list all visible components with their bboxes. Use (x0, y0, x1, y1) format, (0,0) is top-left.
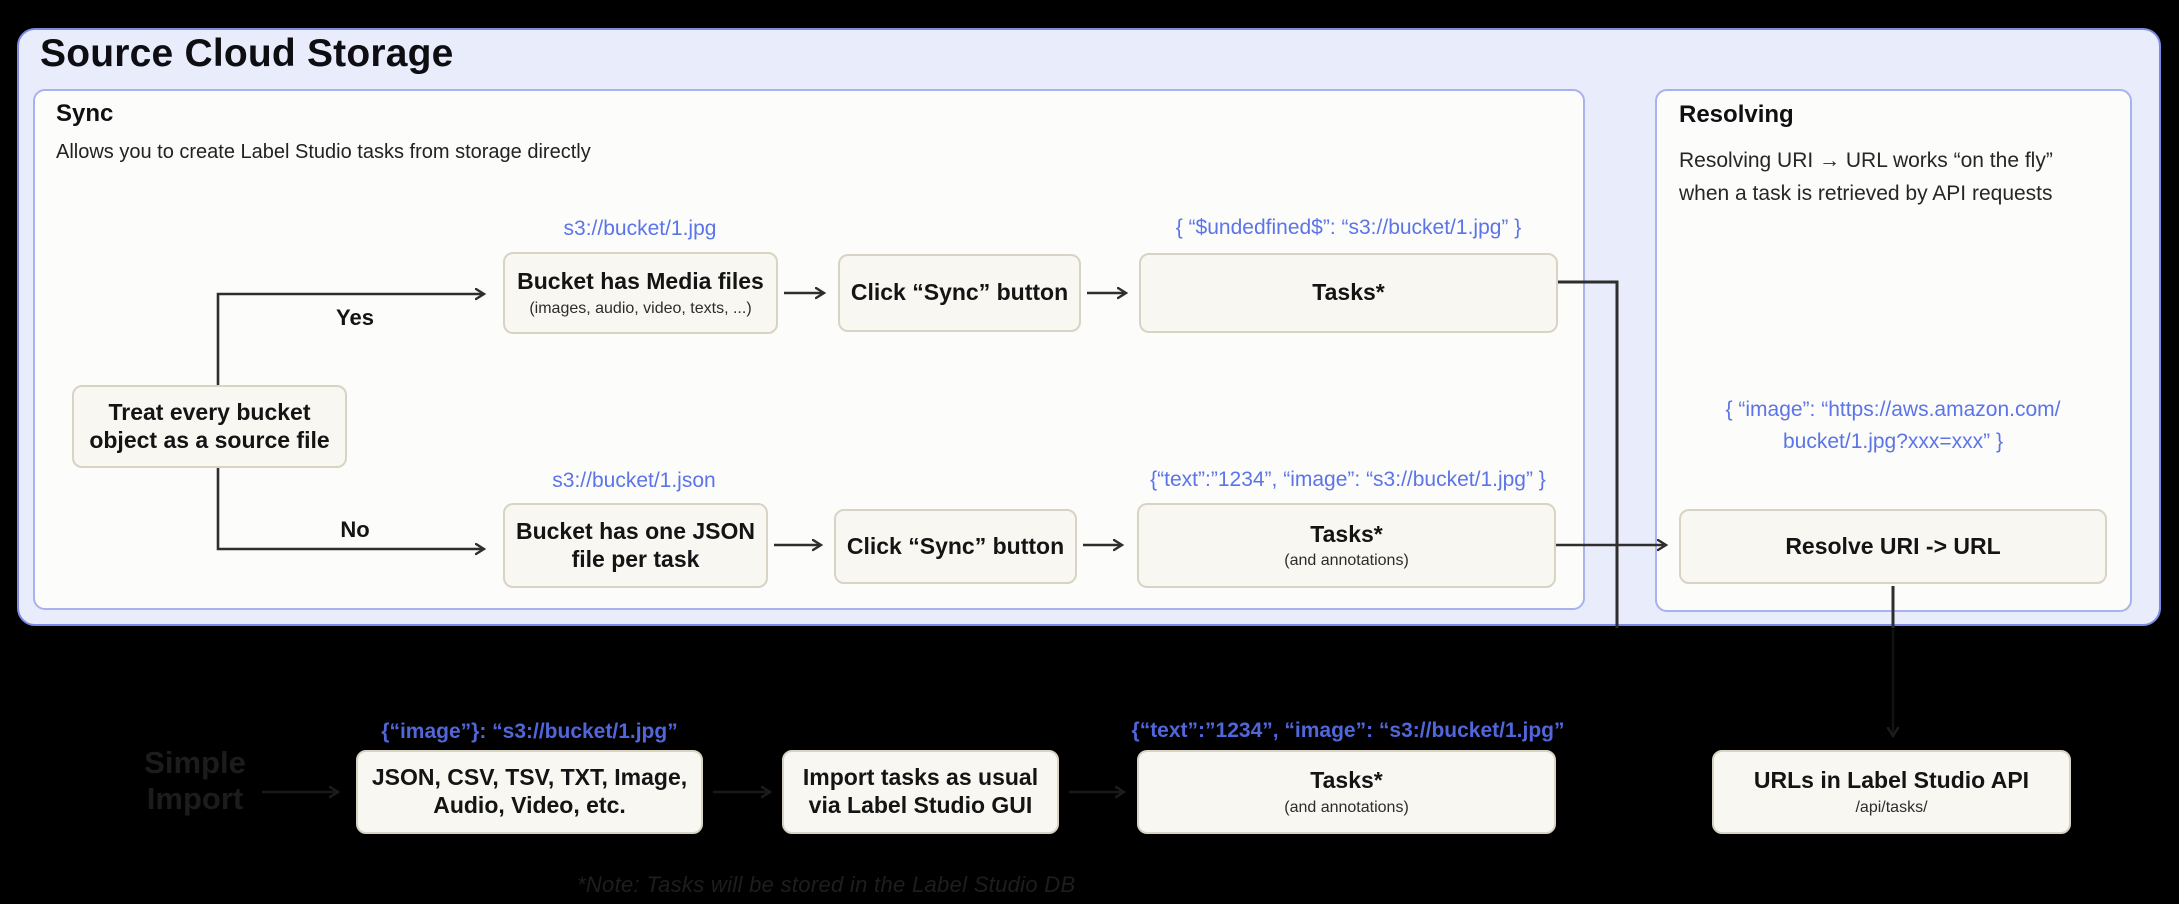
resolving-panel-subtitle: Resolving URI → URL works “on the fly” w… (1679, 149, 2053, 205)
node-click-sync-top: Click “Sync” button (838, 254, 1081, 332)
node-urls-sub: /api/tasks/ (1855, 798, 1928, 816)
label-json-text-image: {“text”:”1234”, “image”: “s3://bucket/1.… (1150, 468, 1546, 491)
node-bucket-media-files-sub: (images, audio, video, texts, ...) (529, 299, 752, 317)
footnote: *Note: Tasks will be stored in the Label… (577, 872, 1076, 897)
node-bucket-one-json: Bucket has one JSON file per task (503, 503, 768, 588)
label-json-text-image-bottom: {“text”:”1234”, “image”: “s3://bucket/1.… (1131, 719, 1565, 774)
node-click-sync-bottom: Click “Sync” button (834, 509, 1077, 584)
node-urls-title: URLs in Label Studio API (1753, 767, 2030, 794)
node-tasks-annotations-sub: (and annotations) (1284, 552, 1409, 570)
resolving-panel-title: Resolving (1679, 101, 1794, 128)
label-json-resolved-url: { “image”: “https://aws.amazon.com/ buck… (1725, 398, 2061, 453)
label-json-image-file: {“image”}: “s3://bucket/1.jpg” (381, 720, 678, 743)
label-s3-uri-jpg: s3://bucket/1.jpg (563, 217, 717, 240)
node-tasks-bottom-title: Tasks* (1310, 767, 1383, 794)
node-tasks-bottom: Tasks* (and annotations) (1137, 750, 1556, 834)
label-json-undefined: { “$undedfined$”: “s3://bucket/1.jpg” } (1175, 216, 1522, 239)
node-urls-label-studio-api: URLs in Label Studio API /api/tasks/ (1712, 750, 2071, 834)
node-tasks-bottom-sub: (and annotations) (1284, 798, 1409, 816)
node-tasks-top: Tasks* (1139, 253, 1558, 333)
node-import-tasks-gui: Import tasks as usual via Label Studio G… (782, 750, 1059, 834)
page-title: Source Cloud Storage (40, 32, 454, 75)
simple-import-title: Simple Import (144, 745, 246, 816)
node-treat-every-bucket: Treat every bucket object as a source fi… (72, 385, 347, 468)
label-s3-uri-json: s3://bucket/1.json (552, 469, 716, 492)
node-bucket-media-files: Bucket has Media files (images, audio, v… (503, 252, 778, 334)
sync-panel-title: Sync (56, 100, 114, 127)
node-file-formats: JSON, CSV, TSV, TXT, Image, Audio, Video… (356, 750, 703, 834)
branch-label-no: No (340, 517, 370, 542)
node-bucket-media-files-title: Bucket has Media files (517, 268, 764, 295)
sync-panel-subtitle: Allows you to create Label Studio tasks … (56, 141, 591, 163)
node-resolve-uri-url: Resolve URI -> URL (1679, 509, 2107, 584)
node-tasks-annotations: Tasks* (and annotations) (1137, 503, 1556, 588)
node-tasks-annotations-title: Tasks* (1310, 520, 1383, 547)
branch-label-yes: Yes (336, 305, 374, 330)
